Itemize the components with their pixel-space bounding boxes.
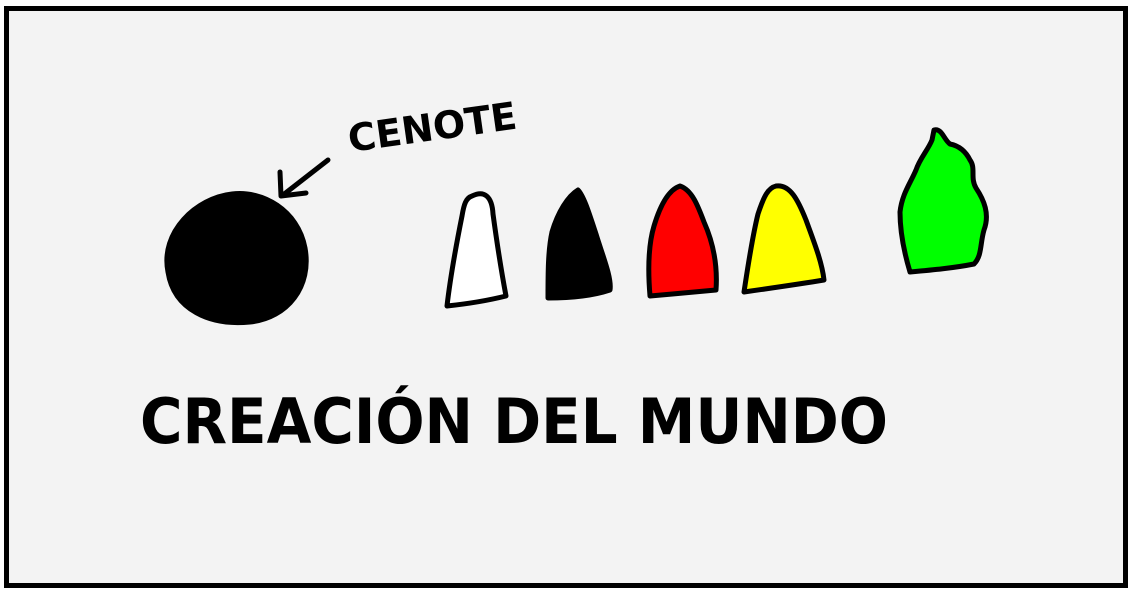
black-stone (545, 187, 613, 301)
white-stone (444, 191, 509, 309)
cenote-label: CENOTE (345, 94, 519, 161)
green-stone (897, 127, 989, 275)
yellow-stone (741, 183, 827, 295)
arrow-icon (277, 157, 331, 199)
title-text: CREACIÓN DEL MUNDO (140, 385, 888, 458)
cenote-circle (164, 191, 309, 326)
red-stone (646, 183, 719, 299)
